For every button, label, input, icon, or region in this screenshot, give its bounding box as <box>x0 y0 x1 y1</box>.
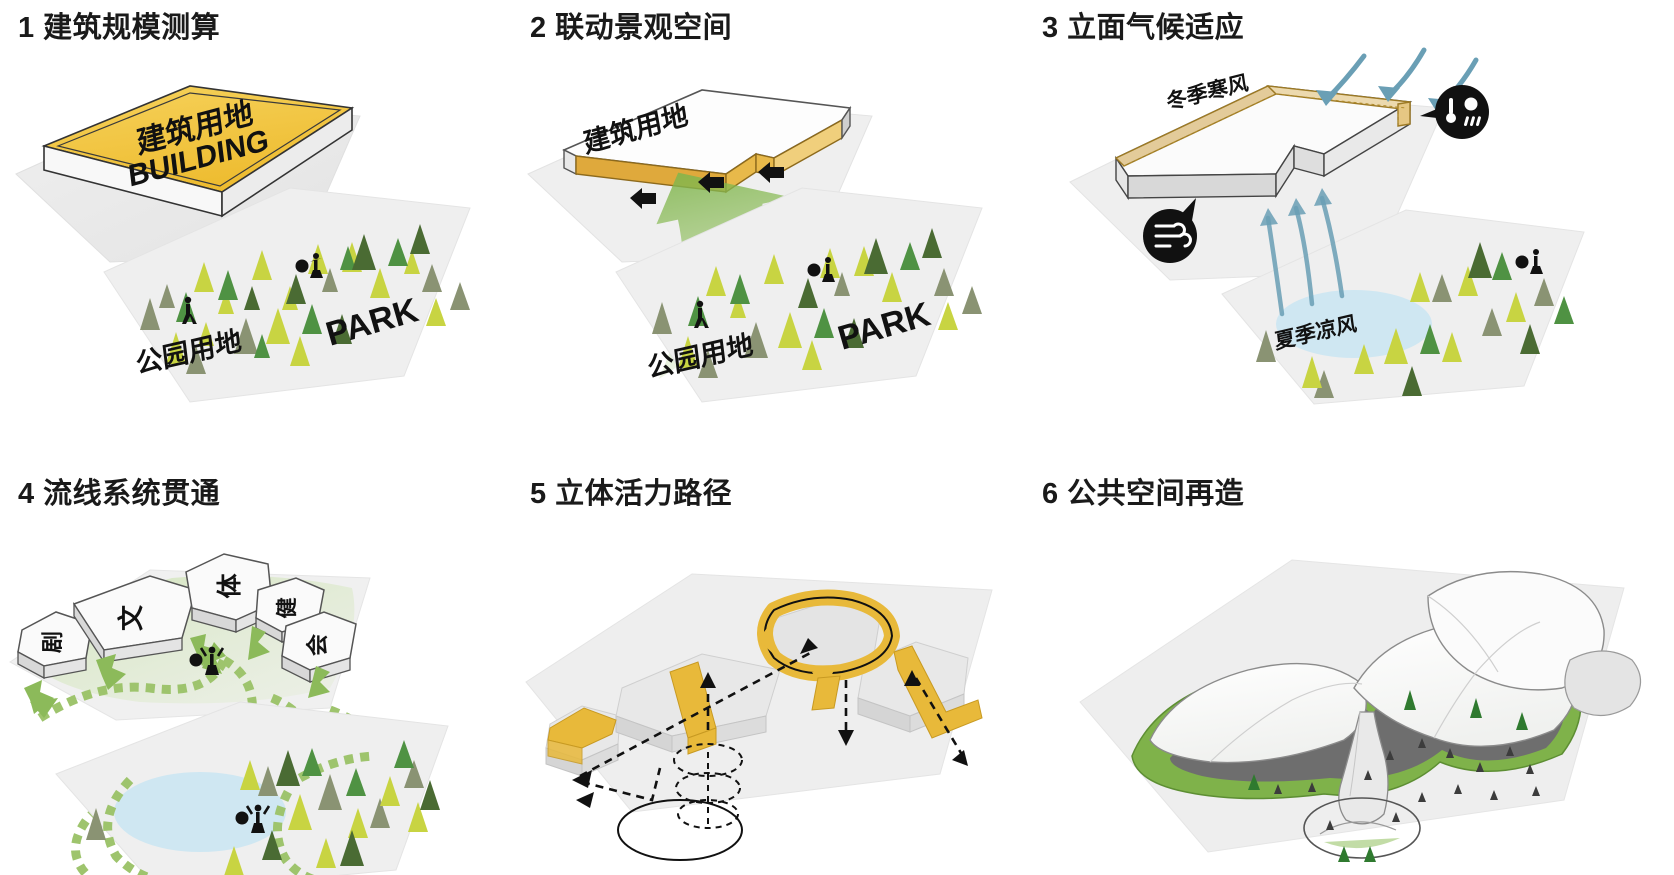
panel-4: 4 流线系统贯通 剧 <box>0 466 520 875</box>
block-label-jian: 健 <box>275 598 299 619</box>
panel-3-title: 3 立面气候适应 <box>1042 12 1245 44</box>
function-block-hui: 会 <box>281 611 357 684</box>
panel-5-title: 5 立体活力路径 <box>530 478 733 510</box>
panel-1: 1 建筑规模测算 <box>0 0 520 430</box>
vertical-core-diagram <box>617 743 743 861</box>
panel-6: 6 公共空间再造 <box>1024 466 1674 875</box>
panel-4-title: 4 流线系统贯通 <box>18 478 221 510</box>
panel-6-art <box>1024 512 1674 875</box>
person-icon-walking <box>694 300 709 328</box>
panel-6-title: 6 公共空间再造 <box>1042 478 1245 510</box>
building-volume <box>1114 85 1413 201</box>
person-icon-cycling <box>807 257 835 282</box>
block-label-ti: 体 <box>216 573 244 599</box>
tree-cluster <box>1256 242 1574 398</box>
landscape-people <box>1274 738 1540 830</box>
summer-breeze-arrowheads <box>1260 188 1332 226</box>
activity-loop-path <box>757 589 900 692</box>
function-block-ju: 剧 <box>17 611 93 680</box>
panel-1-title: 1 建筑规模测算 <box>18 12 221 44</box>
panel-4-art: 剧 文 体 健 <box>0 512 520 875</box>
push-arrows <box>630 162 784 209</box>
central-funnel <box>1303 711 1421 859</box>
arrowheads <box>572 638 968 808</box>
block-label-ju: 剧 <box>40 631 65 653</box>
function-block-ti: 体 <box>185 553 273 634</box>
summer-breeze-arrows <box>1265 195 1345 317</box>
block-label-wen: 文 <box>116 604 146 631</box>
lake <box>114 772 286 852</box>
tree-cluster <box>86 740 440 875</box>
person-icon-cheering-park <box>235 804 271 833</box>
panel-2-art: 建筑用地 <box>512 46 1032 430</box>
person-icon-cycling <box>295 253 323 278</box>
panel-3-art: 冬季寒风 夏季凉风 <box>1024 46 1674 430</box>
panel-2: 2 联动景观空间 <box>512 0 1032 430</box>
panel-2-title: 2 联动景观空间 <box>530 12 733 44</box>
green-connector-arrows <box>24 626 330 714</box>
cold-climate-badge <box>1420 85 1489 139</box>
tree-cluster <box>140 224 470 374</box>
function-block-wen: 文 <box>72 575 197 665</box>
building-slab <box>41 85 355 218</box>
panel-3: 3 立面气候适应 <box>1024 0 1674 430</box>
ventilation-badge <box>1143 198 1197 263</box>
panel-5-art <box>512 512 1032 875</box>
block-label-hui: 会 <box>305 634 330 656</box>
person-icon-walking <box>182 296 197 324</box>
gold-connector-ribbons <box>547 645 983 765</box>
person-icon-cheering <box>189 646 225 675</box>
panel-5: 5 立体活力路径 <box>512 466 1032 875</box>
landscape-trees <box>1248 690 1528 862</box>
tree-cluster <box>652 228 982 378</box>
person-icon-cycling <box>1515 249 1543 274</box>
building-masses <box>1149 570 1642 764</box>
panel-1-art: 建筑用地 BUILDING <box>0 46 520 430</box>
